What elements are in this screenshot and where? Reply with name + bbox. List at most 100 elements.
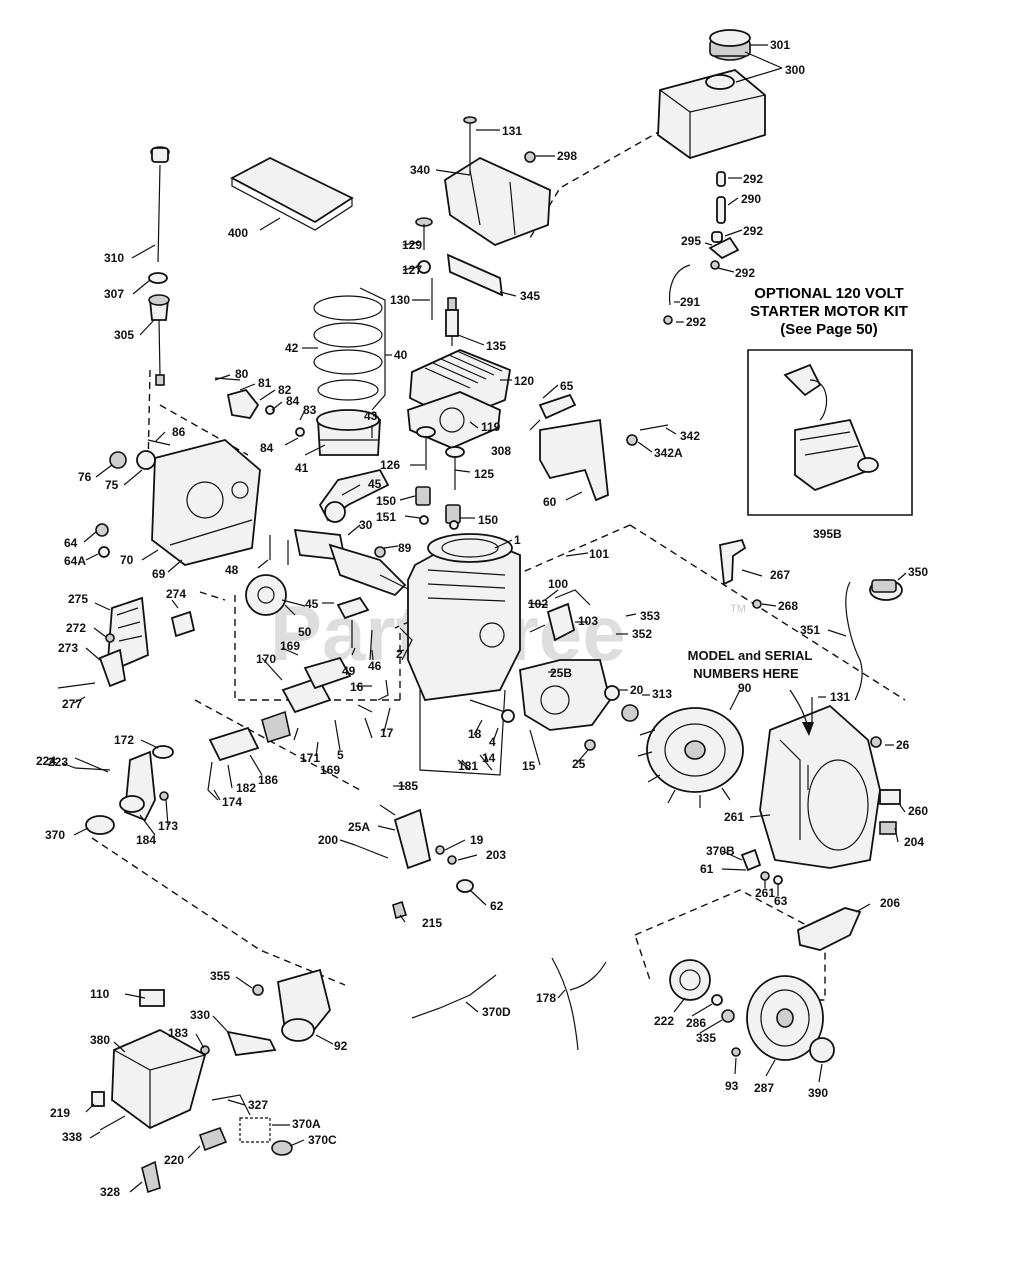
part-label-103: 103 — [578, 614, 598, 628]
part-label-182: 182 — [236, 781, 256, 795]
part-label-350: 350 — [908, 565, 928, 579]
valve-126 — [416, 426, 436, 470]
part-label-40: 40 — [394, 348, 408, 362]
decal-370 — [879, 789, 901, 805]
part-label-170: 170 — [256, 652, 276, 666]
part-label-261: 261 — [724, 810, 744, 824]
part-label-19: 19 — [470, 833, 484, 847]
optional-kit-title: OPTIONAL 120 VOLT STARTER MOTOR KIT (See… — [750, 285, 908, 338]
nut-93 — [721, 1009, 735, 1023]
part-label-277: 277 — [62, 697, 82, 711]
part-label-292: 292 — [686, 315, 706, 329]
part-label-286: 286 — [686, 1016, 706, 1030]
part-label-76: 76 — [78, 470, 92, 484]
part-label-184: 184 — [136, 833, 156, 847]
part-label-16: 16 — [350, 680, 364, 694]
part-label-20: 20 — [630, 683, 644, 697]
carburetor — [252, 968, 331, 1042]
governor-parts-14-15 — [457, 754, 493, 771]
fuel-tank — [657, 69, 766, 159]
kit-title-line-2: STARTER MOTOR KIT — [750, 303, 908, 320]
part-label-126: 126 — [380, 458, 400, 472]
part-label-131: 131 — [830, 690, 850, 704]
kit-part-label: 395B — [813, 527, 842, 541]
wire-219 — [211, 1094, 251, 1116]
part-label-92: 92 — [334, 1039, 348, 1053]
part-label-48: 48 — [225, 563, 239, 577]
bearing-45 — [336, 596, 370, 620]
part-label-301: 301 — [770, 38, 790, 52]
connecting-rod — [318, 468, 390, 523]
part-label-75: 75 — [105, 478, 119, 492]
part-label-120: 120 — [514, 374, 534, 388]
fuel-line — [663, 171, 740, 325]
part-label-287: 287 — [754, 1081, 774, 1095]
flywheel — [637, 707, 744, 808]
part-label-150: 150 — [478, 513, 498, 527]
primer-329 — [141, 1160, 161, 1194]
part-label-292: 292 — [743, 172, 763, 186]
screw-272 — [105, 633, 115, 643]
decal-370a — [91, 1091, 105, 1107]
part-label-131: 131 — [502, 124, 522, 138]
air-cleaner-cover — [111, 1028, 207, 1130]
oil-seal-75 — [136, 450, 156, 470]
part-label-305: 305 — [114, 328, 134, 342]
part-label-370b: 370B — [706, 844, 735, 858]
fuel-cap — [709, 29, 751, 61]
part-label-186: 186 — [258, 773, 278, 787]
part-label-222: 222 — [654, 1014, 674, 1028]
part-label-61: 61 — [700, 862, 714, 876]
part-label-223: 223 — [48, 755, 68, 769]
part-label-45: 45 — [305, 597, 319, 611]
part-label-130: 130 — [390, 293, 410, 307]
valve-springs — [415, 486, 461, 530]
part-label-342: 342 — [680, 429, 700, 443]
part-label-390: 390 — [808, 1086, 828, 1100]
part-label-298: 298 — [557, 149, 577, 163]
decal-370d — [139, 989, 165, 1007]
starter-cap-327 — [809, 1037, 835, 1063]
solenoid-215 — [456, 879, 474, 893]
part-label-215: 215 — [422, 916, 442, 930]
muffler-gasket-274 — [170, 610, 196, 638]
bracket-60 — [539, 418, 609, 502]
part-label-171: 171 — [300, 751, 320, 765]
part-label-84: 84 — [260, 441, 274, 455]
part-label-267: 267 — [770, 568, 790, 582]
gasket-184 — [85, 815, 115, 835]
part-label-308: 308 — [491, 444, 511, 458]
part-label-338: 338 — [62, 1130, 82, 1144]
model-note-line-2: NUMBERS HERE — [693, 666, 799, 681]
parts-203-204 — [435, 845, 457, 865]
part-label-370d: 370D — [482, 1005, 511, 1019]
part-label-49: 49 — [342, 664, 356, 678]
part-label-65: 65 — [560, 379, 574, 393]
part-label-355: 355 — [210, 969, 230, 983]
part-label-261: 261 — [755, 886, 775, 900]
model-note-line-1: MODEL and SERIAL — [688, 648, 813, 663]
intake-gasket-169 — [303, 656, 352, 690]
rewind-starter — [746, 975, 824, 1061]
kit-title-line-3: (See Page 50) — [780, 321, 878, 338]
valve-tappets — [269, 535, 289, 565]
part-label-327: 327 — [248, 1098, 268, 1112]
control-bracket — [354, 804, 432, 870]
part-label-125: 125 — [474, 467, 494, 481]
part-label-183: 183 — [168, 1026, 188, 1040]
part-label-102: 102 — [528, 597, 548, 611]
part-label-290: 290 — [741, 192, 761, 206]
key-328 — [198, 1126, 228, 1152]
part-labels: 3013001312983402922902922952924003101291… — [36, 38, 928, 1199]
part-label-272: 272 — [66, 621, 86, 635]
screw-287 — [731, 1047, 741, 1057]
bracket-65 — [538, 393, 577, 420]
part-label-174: 174 — [222, 795, 242, 809]
part-label-400: 400 — [228, 226, 248, 240]
part-label-15: 15 — [522, 759, 536, 773]
part-label-300: 300 — [785, 63, 805, 77]
bolt-131-top — [463, 116, 477, 175]
part-label-313: 313 — [652, 687, 672, 701]
gasket-224 — [152, 745, 174, 759]
